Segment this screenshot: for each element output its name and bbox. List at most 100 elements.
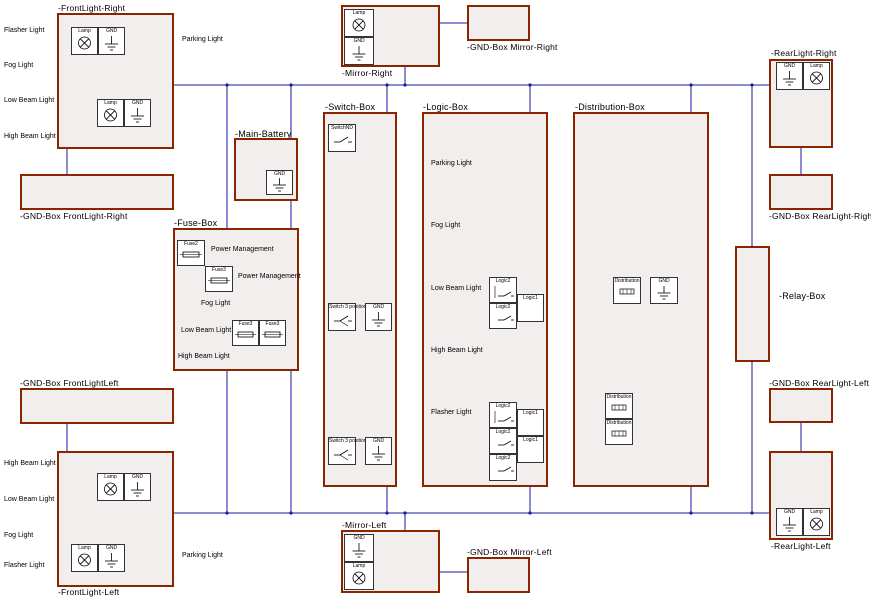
fuse-icon (208, 277, 230, 284)
lamp-component[interactable]: Lamp (344, 9, 374, 37)
label: Fog Light (4, 532, 34, 539)
label: Parking Light (431, 160, 472, 167)
lamp-icon (78, 36, 91, 50)
gnd-component[interactable]: GND (266, 170, 293, 195)
logic-component[interactable]: Logic2 (489, 402, 517, 428)
distribution-component[interactable]: Distribution (605, 419, 633, 445)
label: Fog Light (201, 300, 231, 307)
gnd-component[interactable]: GND (98, 27, 125, 55)
relay-switch-icon (498, 466, 514, 472)
ground-icon (352, 46, 366, 61)
ground-icon (372, 446, 385, 461)
logic-component[interactable]: Logic1 (517, 409, 544, 436)
gnd-component[interactable]: GND (124, 99, 151, 127)
gnd-box-rearlight-right-title: -GND-Box RearLight-Right (769, 211, 871, 221)
lamp-component[interactable]: Lamp (803, 62, 830, 90)
lamp-component[interactable]: Lamp (71, 544, 98, 572)
fuse-component[interactable]: Fuse3 (205, 266, 233, 292)
terminal-icon (611, 404, 627, 411)
distribution-box-title: -Distribution-Box (575, 102, 645, 112)
lamp-icon (78, 553, 91, 567)
fuse-component[interactable]: Fuse3 (232, 320, 259, 346)
lamp-icon (352, 571, 366, 585)
label: Parking Light (182, 36, 223, 43)
switch-icon (334, 449, 352, 461)
fuse-component[interactable]: Fuse3 (259, 320, 286, 346)
gnd-component[interactable]: GND (344, 37, 374, 65)
gnd-component[interactable]: GND (124, 473, 151, 501)
rearlight-right-title: -RearLight-Right (771, 48, 837, 58)
label: High Beam Light (178, 353, 230, 360)
mirror-left-title: -Mirror-Left (342, 520, 387, 530)
logic-component[interactable]: Logic1 (517, 294, 544, 322)
terminal-icon (619, 288, 635, 295)
gnd-component[interactable]: GND (776, 508, 803, 536)
lamp-icon (810, 517, 823, 531)
main-battery-title: -Main-Battery (235, 129, 292, 139)
relay-box[interactable] (735, 246, 770, 362)
lamp-icon (352, 18, 366, 32)
label: Parking Light (182, 552, 223, 559)
gnd-component[interactable]: GND (650, 277, 678, 304)
label: Low Beam Light (181, 327, 232, 334)
ground-icon (131, 482, 144, 497)
fuse-component[interactable]: Fuse2 (177, 240, 205, 266)
logic-component[interactable]: Logic1 (517, 436, 544, 463)
junction-dots (225, 83, 754, 515)
label: Flasher Light (4, 562, 45, 569)
label: Flasher Light (4, 27, 45, 34)
label: Low Beam Light (4, 496, 55, 503)
label: High Beam Light (4, 133, 56, 140)
gnd-box-frontlight-left[interactable] (20, 388, 174, 424)
distribution-box[interactable] (573, 112, 709, 487)
lamp-component[interactable]: Lamp (97, 99, 124, 127)
gnd-component[interactable]: GND (365, 437, 392, 465)
distribution-component[interactable]: Distribution (605, 393, 633, 419)
switch-box[interactable] (323, 112, 397, 487)
label: Fog Light (4, 62, 34, 69)
logic-box-title: -Logic-Box (423, 102, 469, 112)
label: Power Management (211, 246, 274, 253)
gnd-box-rearlight-left[interactable] (769, 388, 833, 423)
switch-component[interactable]: Switch 3 position (328, 437, 367, 465)
logic-component[interactable]: Logic2 (489, 277, 517, 303)
mirror-right-title: -Mirror-Right (342, 68, 393, 78)
gnd-box-frontlight-right[interactable] (20, 174, 174, 210)
logic-component[interactable]: Logic2 (489, 454, 517, 481)
gnd-component[interactable]: GND (344, 534, 374, 562)
logic-component[interactable]: Logic2 (489, 428, 517, 454)
lamp-component[interactable]: Lamp (344, 562, 374, 590)
label: Low Beam Light (431, 285, 482, 292)
gnd-box-rearlight-right[interactable] (769, 174, 833, 210)
gnd-box-frontlight-left-title: -GND-Box FrontLightLeft (20, 378, 119, 388)
lamp-icon (810, 71, 823, 85)
gnd-box-mirror-left[interactable] (467, 557, 530, 593)
lamp-component[interactable]: Lamp (71, 27, 98, 55)
gnd-box-mirror-right[interactable] (467, 5, 530, 41)
label: Power Management (238, 273, 301, 280)
ground-icon (105, 553, 118, 568)
terminal-icon (611, 430, 627, 437)
ground-icon (783, 517, 796, 532)
ground-icon (783, 71, 796, 86)
relay-box-title: -Relay-Box (779, 291, 826, 301)
lamp-component[interactable]: Lamp (97, 473, 124, 501)
switch-icon (334, 136, 352, 143)
gnd-component[interactable]: GND (98, 544, 125, 572)
label: Fog Light (431, 222, 461, 229)
switch-icon (334, 315, 352, 327)
distribution-component[interactable]: Distribution (613, 277, 641, 304)
ground-icon (105, 36, 118, 51)
ground-icon (131, 108, 144, 123)
fuse-icon (235, 331, 256, 338)
switch-component[interactable]: SwitchND (328, 124, 356, 152)
switch-component[interactable]: Switch 3 position (328, 303, 367, 331)
gnd-component[interactable]: GND (365, 303, 392, 331)
ground-icon (273, 178, 286, 192)
fuse-icon (262, 331, 283, 338)
logic-component[interactable]: Logic2 (489, 303, 517, 329)
frontlight-right-title: -FrontLight-Right (58, 3, 126, 13)
gnd-component[interactable]: GND (776, 62, 803, 90)
lamp-component[interactable]: Lamp (803, 508, 830, 536)
